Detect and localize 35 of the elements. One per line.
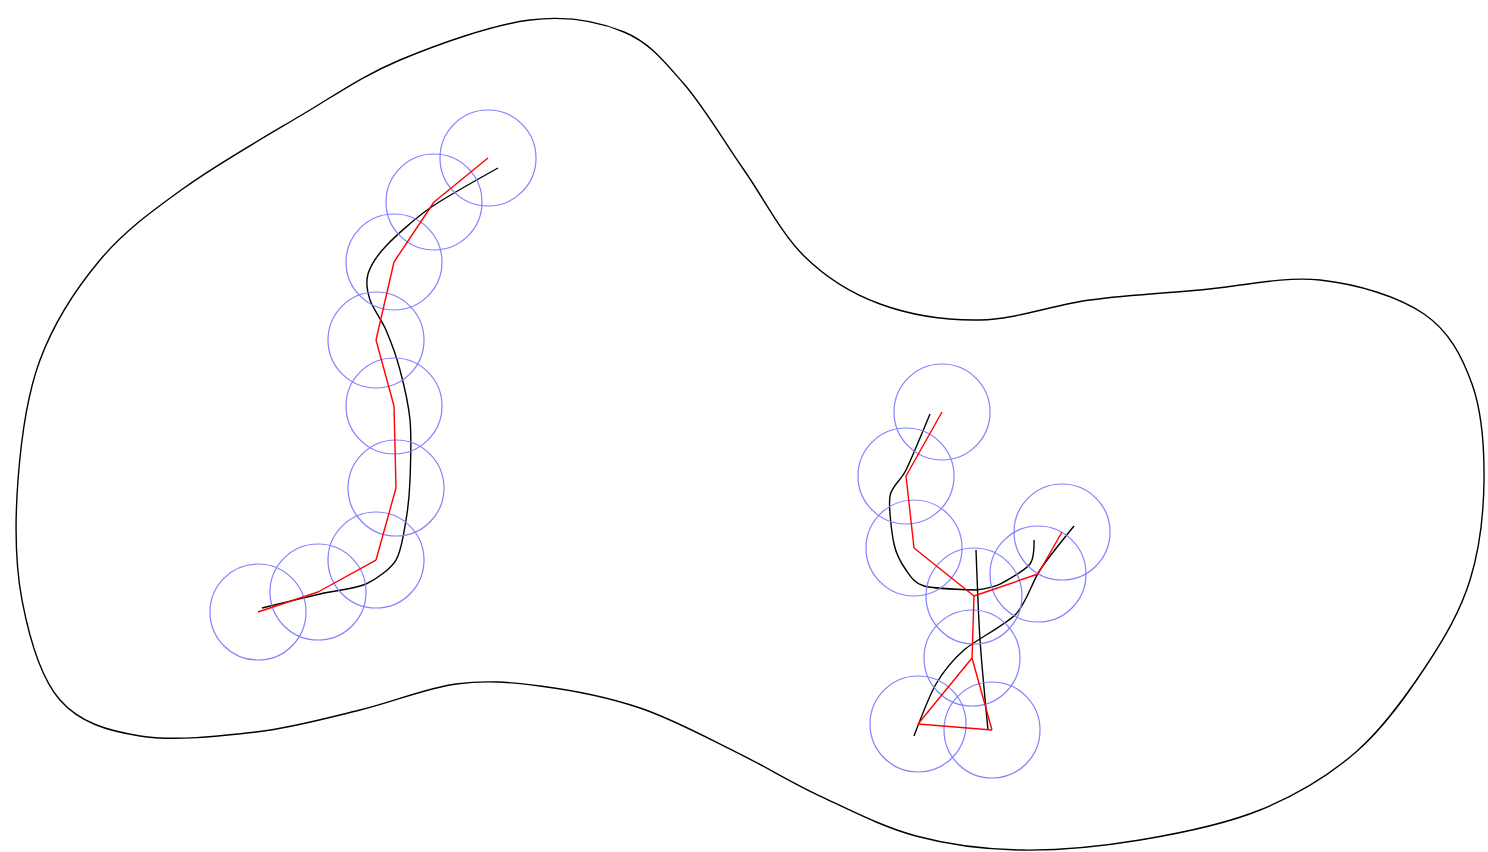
path-segment bbox=[905, 411, 943, 477]
circle bbox=[865, 499, 963, 597]
circle bbox=[269, 543, 367, 641]
circle bbox=[345, 213, 443, 311]
path-segment bbox=[913, 547, 975, 597]
circle bbox=[439, 109, 537, 207]
path-segment bbox=[905, 475, 915, 549]
path-segment bbox=[973, 573, 1039, 597]
circle bbox=[345, 357, 443, 455]
circle bbox=[347, 439, 445, 537]
path-segment bbox=[433, 157, 489, 203]
circle bbox=[1013, 483, 1111, 581]
path-segment bbox=[393, 201, 435, 263]
circle bbox=[925, 547, 1023, 645]
path-segment bbox=[917, 657, 973, 725]
path-segment bbox=[375, 487, 397, 561]
path-segment bbox=[375, 261, 395, 341]
path-segment bbox=[257, 591, 319, 613]
circle bbox=[989, 525, 1087, 623]
circle bbox=[923, 609, 1021, 707]
path-segment bbox=[971, 595, 975, 659]
circle bbox=[209, 563, 307, 661]
circle bbox=[385, 153, 483, 251]
path-segment bbox=[393, 405, 397, 489]
path-segment bbox=[917, 723, 993, 731]
circle bbox=[327, 291, 425, 389]
circle bbox=[893, 363, 991, 461]
circle bbox=[857, 427, 955, 525]
circle bbox=[943, 681, 1041, 779]
path-segment bbox=[317, 559, 377, 593]
path-segment bbox=[971, 657, 993, 731]
path-segment bbox=[1037, 531, 1063, 575]
circle bbox=[869, 675, 967, 773]
circle bbox=[327, 511, 425, 609]
path-segment bbox=[375, 339, 395, 407]
